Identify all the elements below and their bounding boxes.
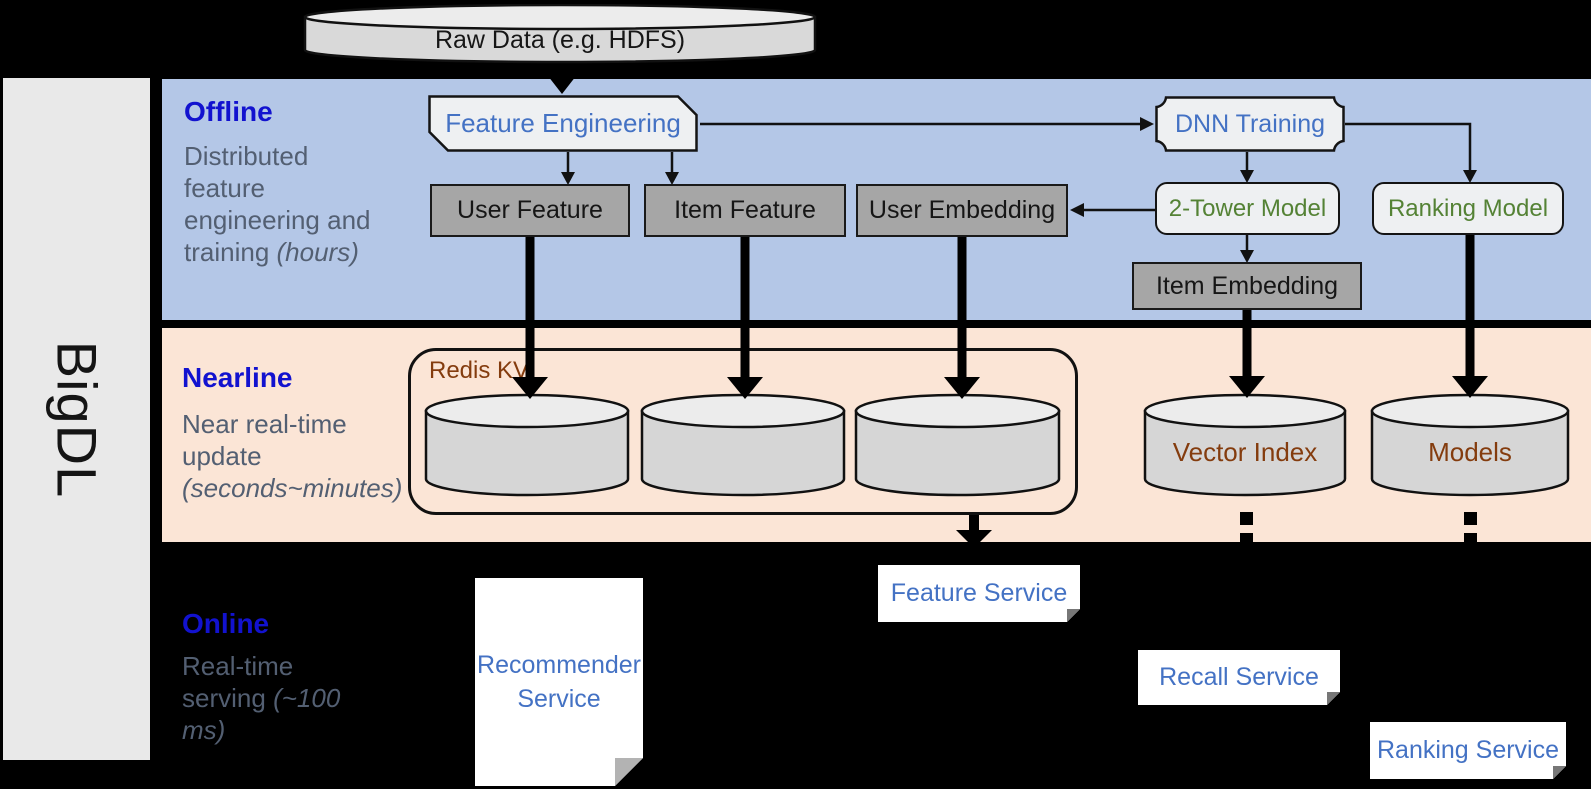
vector-index-label: Vector Index [1172, 436, 1318, 467]
raw-data-cylinder-shape [303, 4, 817, 64]
cylinder-body [640, 409, 846, 497]
recall-service-label: Recall Service [1159, 663, 1319, 691]
snip-corner-shape [428, 95, 698, 152]
online-band-title: Online [182, 608, 270, 639]
cylinder-body [1143, 409, 1347, 497]
user-embedding-node: User Embedding [856, 184, 1068, 237]
ranking-model-node: Ranking Model [1372, 182, 1564, 235]
redis-kv-label: Redis KV [429, 357, 530, 384]
cylinder-top [854, 393, 1061, 429]
dnn-training-node: DNN Training [1155, 96, 1345, 152]
user-feature-node: User Feature [430, 184, 630, 237]
cylinder-shape [424, 393, 630, 497]
raw-data-node: Raw Data (e.g. HDFS) [303, 4, 817, 64]
nearline-duration-text: (seconds~minutes) [182, 473, 403, 503]
snip-corner-outline [428, 95, 698, 152]
online-description-text: Real-time serving [182, 651, 294, 713]
models-label: Models [1428, 436, 1512, 467]
bigdl-sidebar: BigDL [3, 78, 150, 760]
ranking-service-node: Ranking Service [1370, 722, 1566, 779]
item-embedding-node: Item Embedding [1132, 262, 1362, 310]
kv-store-cylinder-1 [424, 393, 630, 497]
offline-band-title: Offline [184, 96, 273, 127]
item-embedding-label: Item Embedding [1155, 271, 1339, 300]
cylinder-shape [640, 393, 846, 497]
nearline-band-description: Near real-time update (seconds~minutes) [182, 408, 404, 504]
nearline-description-text: Near real-time update [182, 409, 347, 471]
vector-index-store: Vector Index [1143, 393, 1347, 497]
cylinder-shape [1143, 393, 1347, 497]
cylinder-top [303, 4, 817, 31]
bigdl-logo-text: BigDL [45, 340, 108, 498]
online-band-description: Real-time serving (~100 ms) [182, 650, 347, 746]
two-tower-model-label: 2-Tower Model [1168, 194, 1327, 222]
models-store: Models [1370, 393, 1570, 497]
feature-engineering-node: Feature Engineering [428, 95, 698, 152]
dnn-training-label: DNN Training [1174, 109, 1326, 138]
feature-service-label: Feature Service [890, 579, 1068, 607]
feature-engineering-label: Feature Engineering [445, 108, 681, 138]
nearline-band-title: Nearline [182, 362, 293, 393]
item-feature-label: Item Feature [674, 196, 816, 224]
ranking-service-label: Ranking Service [1376, 736, 1560, 764]
kv-store-cylinder-2 [640, 393, 846, 497]
cylinder-shape [1370, 393, 1570, 497]
online-band: Online Real-time serving (~100 ms) [162, 542, 1591, 789]
cylinder-body [1370, 409, 1570, 497]
ranking-model-label: Ranking Model [1387, 194, 1549, 222]
cylinder-shape [854, 393, 1061, 497]
two-tower-model-node: 2-Tower Model [1155, 182, 1340, 235]
nearline-band: Nearline Near real-time update (seconds~… [162, 328, 1591, 542]
cylinder-top [640, 393, 846, 429]
cylinder-body [424, 409, 630, 497]
online-duration-text: (~100 ms) [182, 683, 341, 745]
feature-service-node: Feature Service [878, 565, 1080, 622]
offline-description-text: Distributed feature engineering and trai… [184, 141, 371, 267]
recommender-service-label: Recommender Service [477, 651, 641, 713]
plaque-shape [1155, 96, 1345, 152]
offline-band: Offline Distributed feature engineering … [162, 79, 1591, 320]
recall-service-node: Recall Service [1138, 650, 1340, 705]
plaque-outline [1155, 96, 1345, 152]
user-embedding-label: User Embedding [868, 196, 1056, 224]
kv-store-cylinder-3 [854, 393, 1061, 497]
recommender-service-node: Recommender Service [475, 578, 643, 786]
offline-band-description: Distributed feature engineering and trai… [184, 140, 389, 268]
cylinder-body [854, 409, 1061, 497]
offline-duration-text: (hours) [276, 237, 359, 267]
user-feature-label: User Feature [457, 196, 603, 224]
cylinder-top [424, 393, 630, 429]
item-feature-node: Item Feature [644, 184, 846, 237]
raw-data-label: Raw Data (e.g. HDFS) [434, 25, 686, 54]
